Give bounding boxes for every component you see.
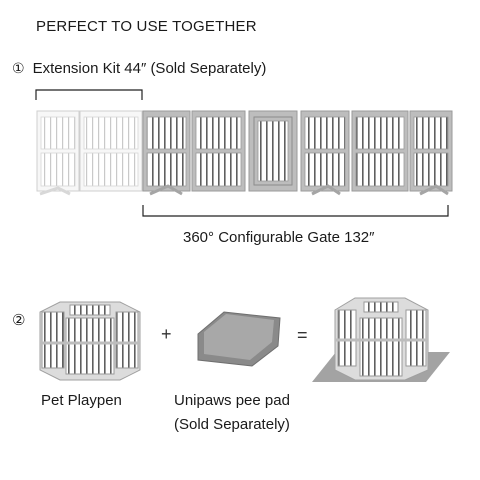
gray-panel-6	[409, 110, 453, 196]
page-title: PERFECT TO USE TOGETHER	[36, 18, 257, 35]
extension-bracket	[35, 89, 143, 100]
white-panel-2	[79, 110, 143, 192]
step-one-number: ①	[12, 61, 25, 77]
pee-pad-caption: Unipaws pee pad	[174, 392, 290, 409]
gate-bracket	[142, 205, 449, 217]
step-two-number: ②	[12, 311, 26, 329]
gray-panel-5	[351, 110, 409, 192]
extension-kit-label: ① Extension Kit 44″ (Sold Separately)	[12, 60, 266, 77]
gray-panel-2	[191, 110, 246, 192]
white-panel-1	[36, 110, 80, 196]
configurable-gate-panels	[142, 110, 453, 196]
pee-pad-sold-separately: (Sold Separately)	[174, 416, 290, 433]
pet-playpen-caption: Pet Playpen	[41, 392, 122, 409]
equals-sign: =	[297, 325, 308, 345]
playpen-illustration	[39, 301, 141, 381]
gray-panel-3-door	[248, 110, 298, 192]
extension-kit-text: Extension Kit 44″ (Sold Separately)	[32, 60, 267, 77]
extension-kit-panels	[36, 110, 143, 196]
gray-panel-1	[142, 110, 191, 196]
playpen-with-pad-illustration	[312, 297, 450, 382]
configurable-gate-label: 360° Configurable Gate 132″	[183, 229, 375, 246]
gray-panel-4	[300, 110, 350, 196]
pee-pad-illustration	[197, 311, 281, 367]
plus-sign: +	[161, 324, 172, 344]
